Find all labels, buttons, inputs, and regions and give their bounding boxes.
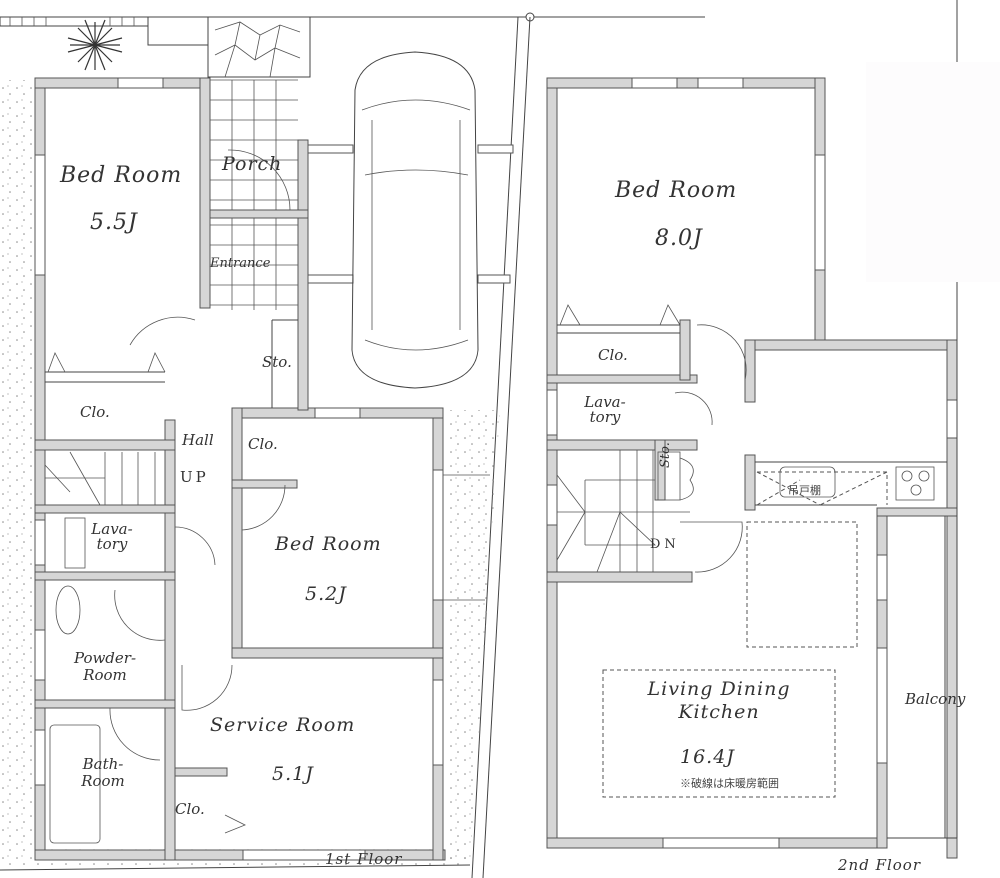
car-icon xyxy=(351,51,479,389)
lavatory-line-1: Lava- xyxy=(91,520,133,538)
room-label-storage-1: Sto. xyxy=(262,353,292,371)
bath-line-1: Bath- xyxy=(82,755,124,773)
stairs-up-label: UP xyxy=(180,468,209,486)
room-label-bed-room-2: Bed Room xyxy=(275,533,382,555)
room-label-storage-2: Sto. xyxy=(658,442,673,468)
room-label-lavatory-1: Lava- tory xyxy=(72,522,152,552)
room-label-bath-room: Bath- Room xyxy=(58,756,148,789)
room-size-bed-room-2: 5.2J xyxy=(305,583,347,605)
room-size-bed-room-3: 8.0J xyxy=(655,226,703,251)
bath-line-2: Room xyxy=(81,771,125,790)
room-label-service-room: Service Room xyxy=(210,714,356,736)
first-floor-details xyxy=(44,51,514,844)
kitchen-shelf-label: 吊戸棚 xyxy=(788,484,821,497)
room-label-lavatory-2: Lava- tory xyxy=(565,395,645,425)
room-label-balcony: Balcony xyxy=(905,690,966,708)
room-label-service-closet: Clo. xyxy=(175,800,205,818)
room-label-porch: Porch xyxy=(222,153,283,175)
fence xyxy=(0,16,311,78)
room-size-bed-room-1: 5.5J xyxy=(90,210,138,235)
room-label-entrance: Entrance xyxy=(210,256,271,271)
room-label-closet-1: Clo. xyxy=(80,403,110,421)
lavatory2-line-2: tory xyxy=(589,408,621,426)
powder-line-2: Room xyxy=(83,665,127,684)
room-label-closet-3: Clo. xyxy=(598,346,628,364)
faint-patch xyxy=(866,62,1000,282)
room-label-bed-room-3: Bed Room xyxy=(615,178,738,203)
lavatory-line-2: tory xyxy=(96,535,128,553)
room-size-service-room: 5.1J xyxy=(272,763,314,785)
room-label-bed-room-1: Bed Room xyxy=(60,163,183,188)
ldk-line-2: Kitchen xyxy=(678,700,760,723)
room-label-ldk: Living Dining Kitchen xyxy=(603,678,835,724)
tree-icon xyxy=(67,19,123,71)
lavatory2-line-1: Lava- xyxy=(584,393,626,411)
room-label-hall-closet: Clo. xyxy=(248,435,278,453)
room-label-hall: Hall xyxy=(182,431,214,449)
powder-line-1: Powder- xyxy=(73,649,137,667)
ldk-line-1: Living Dining xyxy=(647,678,791,700)
garden-area xyxy=(0,80,500,866)
floor-label-first: 1st Floor xyxy=(325,850,403,868)
room-size-ldk: 16.4J xyxy=(680,746,735,768)
first-floor-walls xyxy=(34,77,446,861)
room-label-powder-room: Powder- Room xyxy=(50,650,160,683)
floor-heating-note: ※破線は床暖房範囲 xyxy=(680,777,779,790)
second-floor-walls xyxy=(546,77,958,859)
stairs-down-label: DN xyxy=(650,537,680,552)
floor-label-second: 2nd Floor xyxy=(838,856,922,874)
